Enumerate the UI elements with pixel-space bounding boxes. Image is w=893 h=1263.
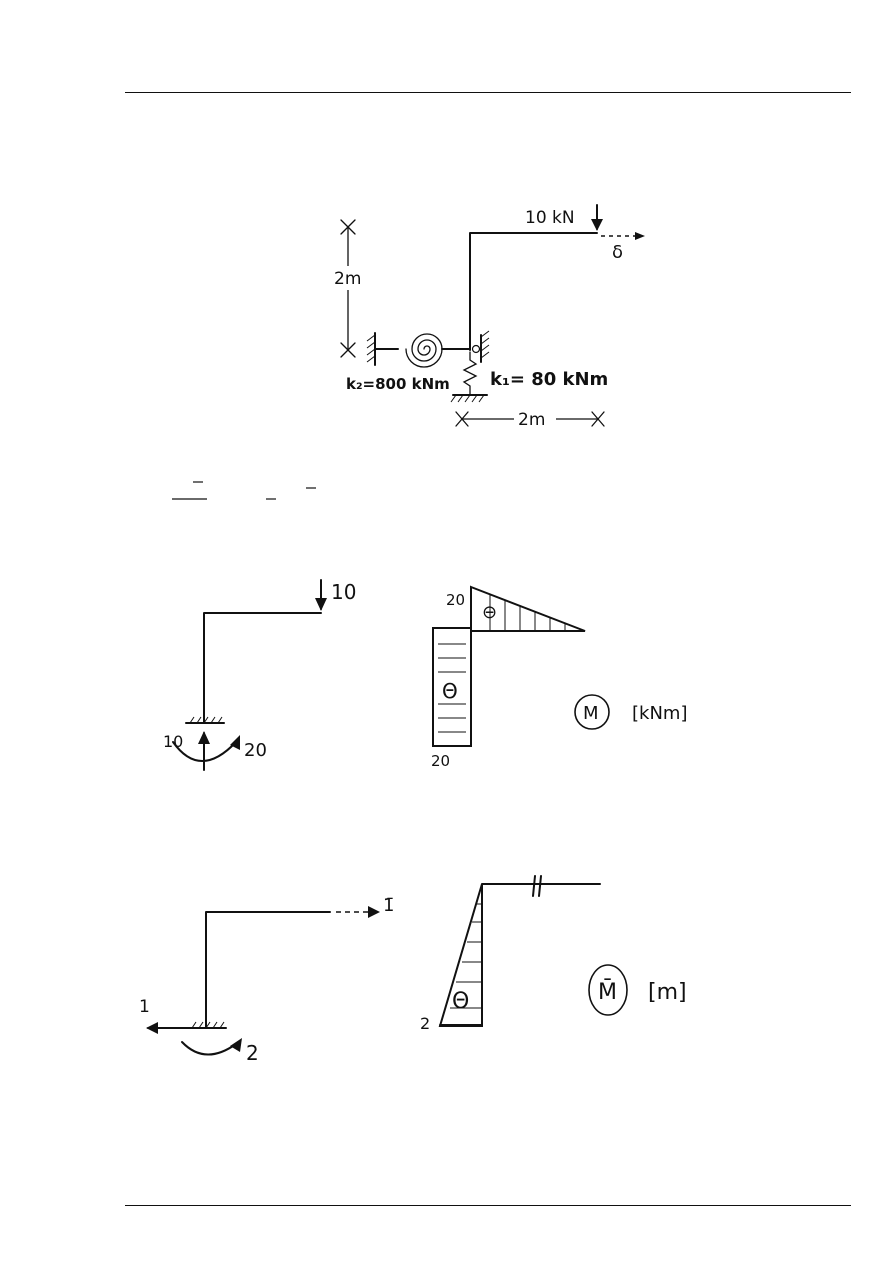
top-sign-label: ⊖ xyxy=(482,602,497,623)
load-label: 10 xyxy=(331,580,356,604)
k1-label: k₁= 80 kNm xyxy=(490,369,608,390)
reaction-moment-label: 2 xyxy=(246,1041,259,1065)
unit-moment-diagram: Θ 2 M̄ [m] xyxy=(420,875,687,1033)
header-rule xyxy=(125,92,851,93)
reaction-force-label: 1 xyxy=(139,997,150,1017)
load-case-figure: 10 10 20 xyxy=(163,579,356,771)
unit-label: [m] xyxy=(648,980,687,1005)
reaction-moment-arrow xyxy=(181,1041,237,1056)
diagram-symbol-circle xyxy=(588,964,628,1016)
unit-load-label: 1̄ xyxy=(383,895,394,916)
base-value-label: 2 xyxy=(420,1014,430,1033)
reaction-moment-label: 20 xyxy=(244,740,267,761)
reaction-moment-arrow xyxy=(172,741,237,762)
k2-label: k₂=800 kNm xyxy=(346,375,450,393)
load-arrowhead xyxy=(591,219,603,231)
footer-rule xyxy=(125,1205,851,1206)
structure-figure: 10 kN δ 2m xyxy=(330,204,645,430)
frame-member xyxy=(469,232,598,351)
diagram-symbol-label: M xyxy=(583,703,599,724)
diagram-symbol-label: M̄ xyxy=(598,979,617,1005)
unit-load-figure: 1̄ 1 2 xyxy=(139,895,394,1065)
column-sign-label: Θ xyxy=(442,679,458,703)
frame-member xyxy=(205,911,331,1029)
bottom-value-label: 20 xyxy=(431,752,450,770)
load-arrowhead xyxy=(315,598,327,611)
unit-load-arrowhead xyxy=(368,906,380,918)
displacement-label: δ xyxy=(612,242,623,263)
top-value-label: 20 xyxy=(446,591,465,609)
axial-spring-icon xyxy=(462,351,478,395)
moment-diagram: 20 ⊖ Θ 20 M [kNm] xyxy=(431,585,687,770)
load-label: 10 kN xyxy=(525,208,575,228)
diagram-symbol-circle xyxy=(574,694,610,730)
height-label: 2m xyxy=(334,269,361,289)
width-label: 2m xyxy=(518,410,545,430)
frame-member xyxy=(203,612,322,724)
sign-label: Θ xyxy=(452,989,469,1014)
unit-label: [kNm] xyxy=(632,703,687,724)
rotational-spring-icon xyxy=(405,333,443,368)
